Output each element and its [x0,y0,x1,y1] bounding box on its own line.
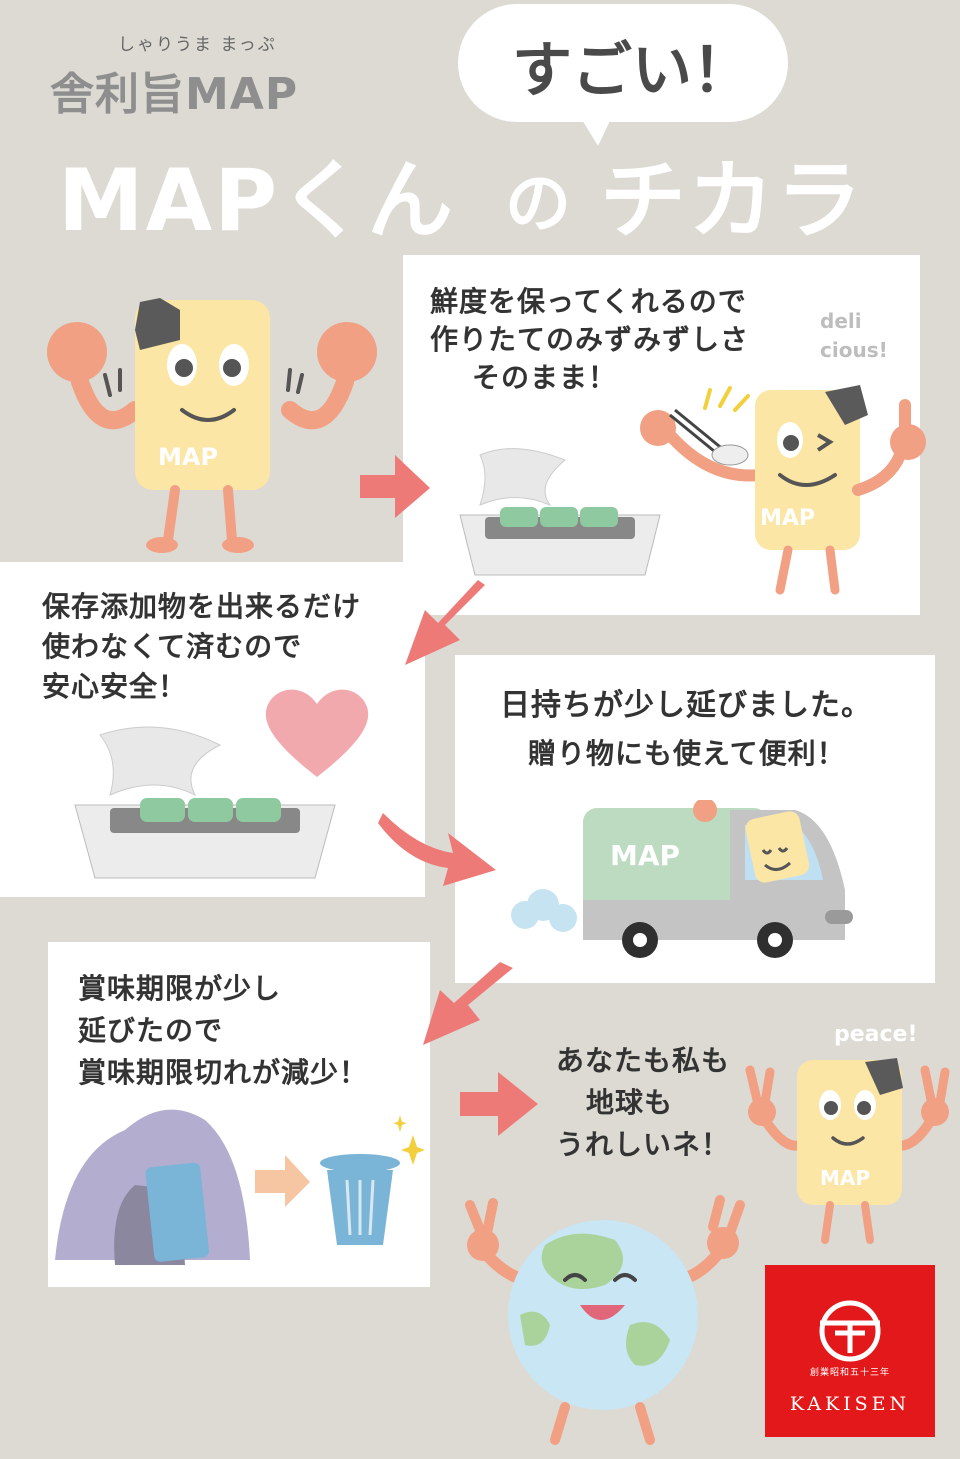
svg-text:MAP: MAP [760,506,815,531]
panel1-line-3: そのまま！ [472,361,618,394]
arrow-down-left-2 [423,962,513,1045]
garbage-to-bin-image [55,1109,425,1265]
earth-character [465,1195,745,1445]
svg-text:MAP: MAP [820,1166,870,1190]
panel4-line-2: 延びたので [78,1014,224,1047]
panel4-line-1: 賞味期限が少し [78,972,282,1005]
truck-label: MAP [610,839,680,872]
arrow-right-2 [460,1072,538,1136]
panel2-line-1: 保存添加物を出来るだけ [42,590,362,623]
title-mid: の [505,165,571,242]
speech-bubble [458,4,788,122]
mascot-label: MAP [158,443,218,471]
panel3-line-1: 日持ちが少し延びました。 [500,688,872,723]
bubble-text: すごい！ [512,36,752,106]
kakisen-subtitle: 創業昭和五十三年 [809,1368,890,1378]
peace-note: peace! [834,1022,918,1047]
panel1-line-1: 鮮度を保ってくれるので [430,285,747,318]
mascot-peace: MAP [745,1058,950,1244]
arrow-down-left-1 [405,580,485,665]
panel1-line-2: 作りたてのみずみずしさ [430,323,750,356]
panel4-line-3: 賞味期限切れが減少！ [78,1056,369,1089]
ending-line-1: あなたも私も [556,1044,731,1077]
ending-line-3: うれしいネ！ [556,1128,731,1161]
kakisen-logo-box: 創業昭和五十三年 KAKISEN [765,1265,935,1437]
kakisen-emblem-icon [819,1300,881,1362]
kakisen-name: KAKISEN [789,1393,911,1415]
panel3-line-2: 贈り物にも使えて便利！ [528,737,846,770]
ending-line-2: 地球も [586,1086,674,1119]
heart-icon [265,689,369,777]
arrow-right-1 [360,455,430,518]
delicious-note-1: deli [820,309,862,333]
sushi-pack-image [459,448,661,576]
title-right: チカラ [600,151,864,251]
panel2-line-3: 安心安全！ [42,670,188,703]
delicious-note-2: cious! [820,338,888,362]
speech-bubble-tail [570,100,620,146]
mascot-thumbs-up: MAP [640,385,926,595]
delivery-truck-image: MAP [511,800,853,958]
arrow-down-right-1 [378,813,496,886]
title-left: MAPくん [58,151,456,251]
logo-text: 舎利旨MAP [50,69,299,120]
panel2-line-2: 使わなくて済むので [42,630,303,663]
sushi-pack-image-2 [74,726,336,879]
mascot-flexing: MAP [47,298,377,553]
logo-ruby: しゃりうま まっぷ [118,35,277,55]
